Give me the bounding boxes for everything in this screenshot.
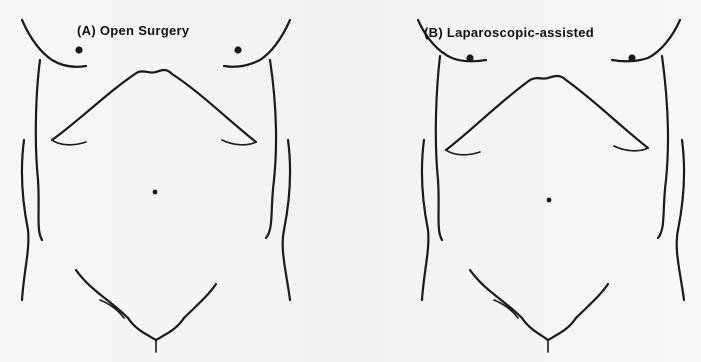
panel-label-b: (B) Laparoscopic-assisted: [424, 25, 594, 40]
panel-label-a: (A) Open Surgery: [77, 23, 189, 38]
nipple-right-a: [234, 46, 241, 53]
nipple-left-a: [75, 46, 82, 53]
nipple-left-b: [466, 54, 473, 61]
torso-outline-a: [22, 20, 290, 352]
nipple-right-b: [628, 54, 635, 61]
navel-a: [153, 190, 158, 195]
torso-outline-b: [418, 20, 684, 352]
navel-b: [547, 198, 552, 203]
